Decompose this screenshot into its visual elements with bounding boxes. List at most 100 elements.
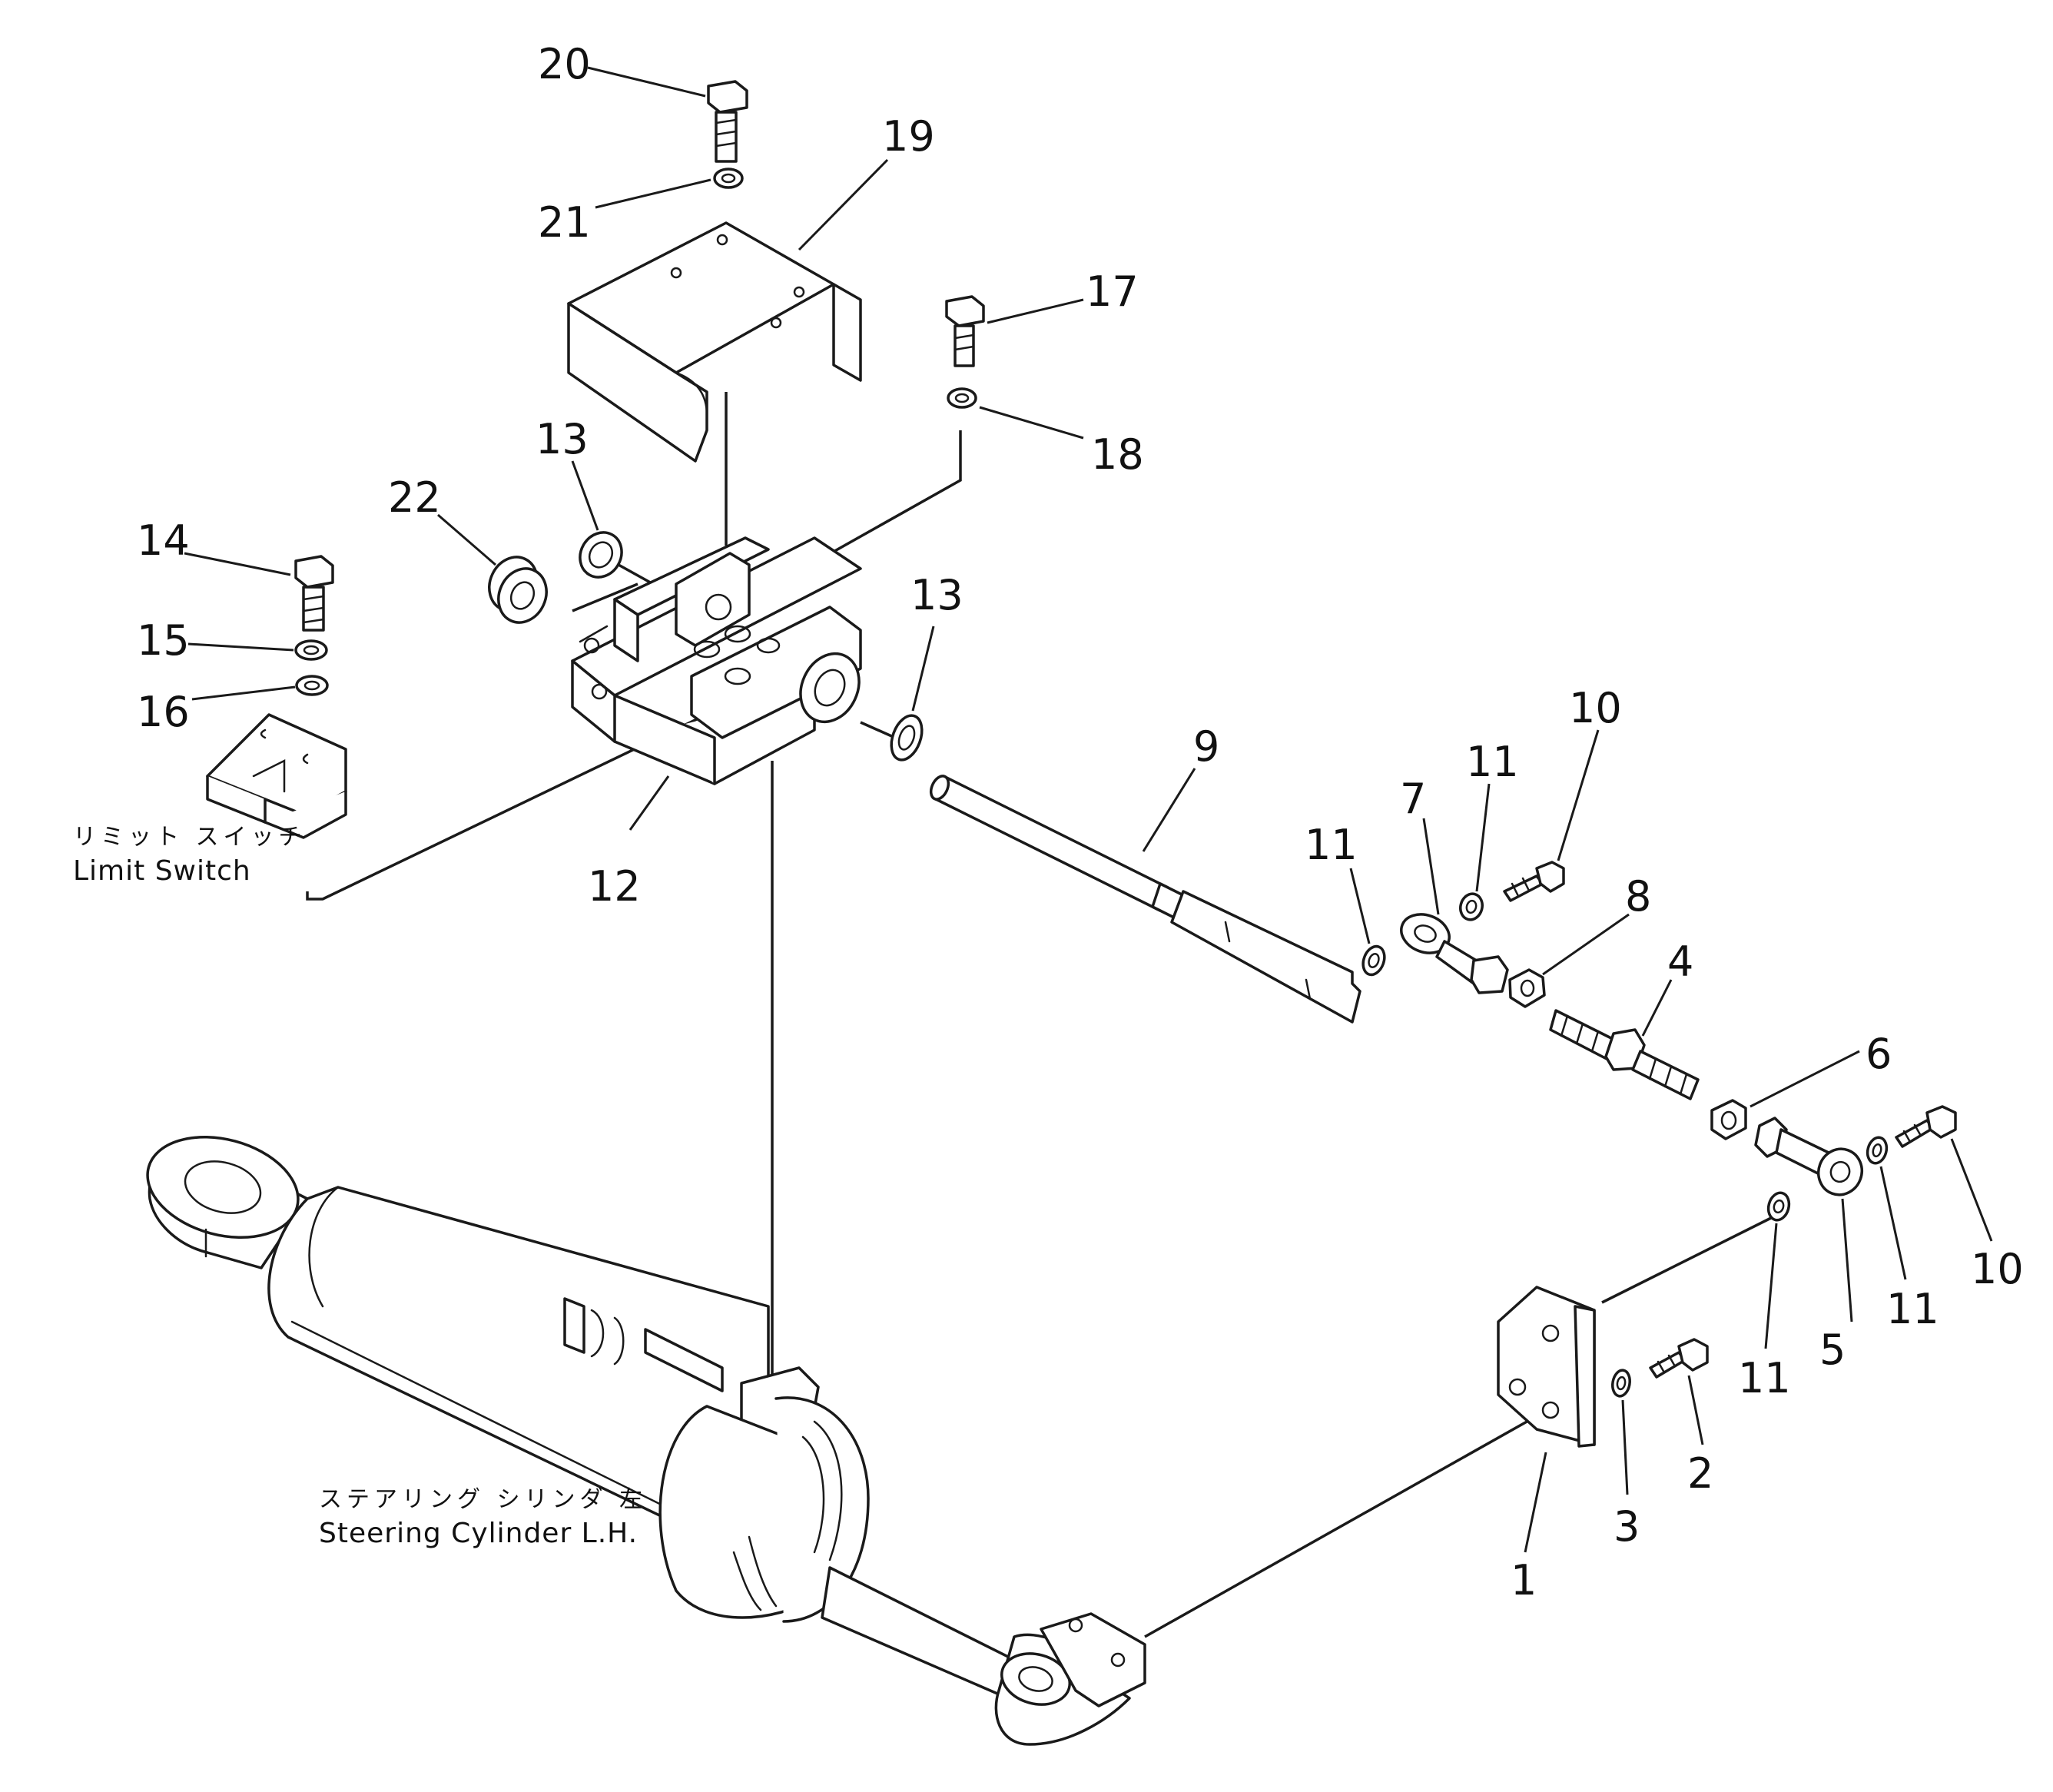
callout-2: 2 (1687, 1449, 1713, 1498)
collar-to-bracket-line (572, 582, 638, 612)
leader-4 (1641, 979, 1673, 1037)
leader-12 (629, 775, 670, 831)
callout-16: 16 (137, 688, 190, 736)
bolt-2 (1649, 1338, 1709, 1379)
callout-3: 3 (1614, 1502, 1640, 1551)
leader-10-lower (1950, 1138, 1993, 1242)
washer-16 (295, 675, 329, 696)
callout-14: 14 (137, 516, 190, 565)
callout-19: 19 (882, 112, 935, 161)
callout-8: 8 (1625, 872, 1651, 921)
rod-end-5 (1754, 1117, 1863, 1196)
washer-11-c (1866, 1136, 1889, 1165)
bracket-to-washer13-line (860, 721, 896, 739)
cover-19 (567, 221, 862, 463)
callout-22: 22 (388, 473, 441, 522)
leader-11-d (1764, 1223, 1778, 1349)
leader-7 (1422, 818, 1440, 915)
shaft-9 (929, 775, 1361, 1024)
callout-11-a: 11 (1305, 821, 1358, 869)
callout-1: 1 (1511, 1556, 1537, 1605)
lock-washer-3 (1611, 1369, 1631, 1398)
steering-cylinder-label-en: Steering Cylinder L.H. (319, 1518, 638, 1549)
callout-20: 20 (538, 40, 591, 88)
leader-9 (1142, 768, 1196, 852)
collar-22 (488, 556, 548, 624)
nut-6 (1710, 1099, 1747, 1140)
bracket-12 (571, 536, 862, 785)
leader-20 (587, 66, 706, 98)
leader-11-a (1349, 868, 1371, 944)
callout-11-b: 11 (1466, 738, 1519, 786)
leader-11-c (1879, 1166, 1907, 1280)
bolt-10-upper (1503, 861, 1565, 902)
leader-19 (798, 158, 889, 251)
callout-11-d: 11 (1738, 1354, 1791, 1402)
leader-3 (1621, 1399, 1629, 1495)
bolt-17 (945, 295, 985, 367)
washer-13-upper (579, 531, 623, 579)
plate-1 (1497, 1286, 1596, 1448)
steering-cylinder-caption: ステアリング シリンダ 左 Steering Cylinder L.H. (319, 1483, 647, 1551)
cylinder-to-plate-line (1144, 1412, 1541, 1638)
callout-10-lower: 10 (1971, 1245, 2024, 1293)
callout-6: 6 (1866, 1030, 1892, 1078)
callout-9: 9 (1193, 722, 1219, 771)
callout-12: 12 (588, 862, 641, 911)
leader-13-lower (911, 626, 935, 712)
limit-switch-to-bracket-line (306, 705, 723, 901)
bolt-20 (707, 80, 748, 163)
bolt-10-lower (1895, 1105, 1957, 1148)
washer13-to-bracket-line (618, 563, 654, 586)
lock-washer-21 (713, 168, 744, 189)
callout-21: 21 (538, 198, 591, 247)
leader-5 (1841, 1198, 1853, 1322)
callout-13-upper: 13 (536, 415, 589, 463)
washer-13-lower (890, 714, 924, 762)
leader-1 (1524, 1452, 1547, 1553)
leader-15 (187, 642, 294, 652)
callout-17: 17 (1086, 267, 1139, 316)
leader-6 (1750, 1050, 1860, 1108)
washer-11-b (1459, 892, 1484, 921)
leader-21 (595, 178, 711, 209)
leader-10-upper (1557, 729, 1600, 861)
leader-17 (987, 298, 1084, 324)
plate-to-rodend-line (1601, 1216, 1772, 1304)
leader-14 (184, 552, 291, 576)
washer-11-d (1766, 1191, 1791, 1222)
callout-4: 4 (1667, 937, 1693, 986)
leader-lines (184, 66, 1993, 1553)
leader-2 (1687, 1375, 1704, 1445)
callout-11-c: 11 (1886, 1285, 1939, 1333)
callout-5: 5 (1819, 1326, 1846, 1374)
leader-11-b (1475, 783, 1491, 892)
leader-8 (1542, 913, 1630, 976)
limit-switch-label-en: Limit Switch (73, 855, 251, 887)
steering-cylinder (146, 1136, 1146, 1746)
nut-8 (1508, 968, 1546, 1008)
callout-7: 7 (1400, 775, 1426, 823)
leader-16 (191, 685, 296, 701)
callout-15: 15 (137, 616, 190, 665)
bolt-14 (294, 555, 334, 632)
lock-washer-15 (294, 639, 328, 661)
leader-13-upper (571, 460, 599, 531)
leader-22 (437, 513, 496, 566)
leader-18 (979, 406, 1084, 440)
lock-washer-18 (947, 387, 977, 409)
limit-switch-label-jp: リミット スイッチ (73, 824, 307, 851)
callout-13-lower: 13 (910, 571, 963, 619)
limit-switch (206, 713, 347, 839)
bolt17-to-bracket-line (775, 430, 962, 586)
limit-switch-caption: リミット スイッチ Limit Switch (73, 821, 307, 888)
callout-numbers: 20 19 21 17 18 13 22 14 15 16 13 12 9 11… (137, 40, 2024, 1605)
steering-cylinder-label-jp: ステアリング シリンダ 左 (319, 1486, 648, 1513)
callout-18: 18 (1091, 430, 1144, 479)
callout-10-upper: 10 (1569, 684, 1622, 732)
stud-4 (1549, 1009, 1700, 1100)
rod-end-7 (1400, 913, 1509, 994)
washer-11-a (1361, 944, 1386, 977)
